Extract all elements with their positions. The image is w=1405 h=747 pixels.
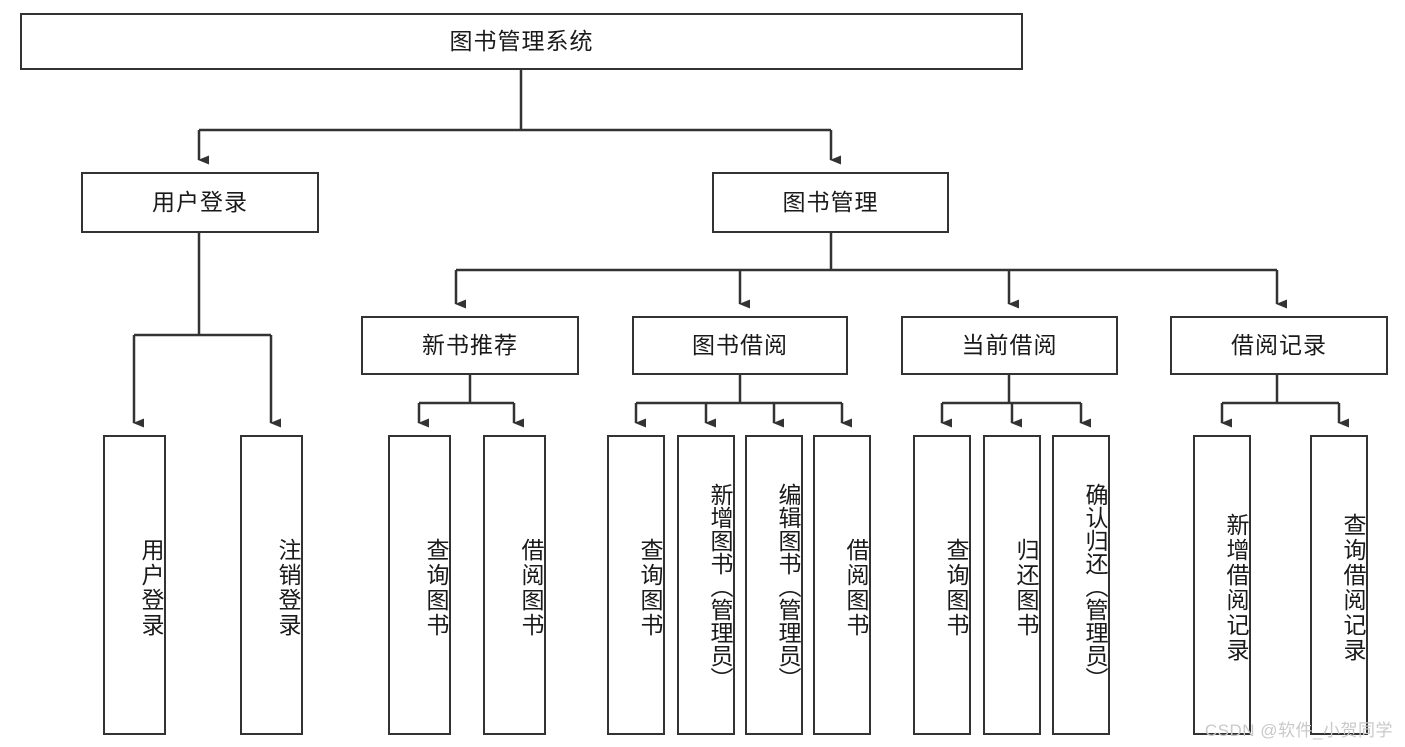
node-new-book-recommend[interactable]: 新书推荐 <box>361 316 579 375</box>
leaf-borrow-book[interactable]: 借阅图书 <box>813 435 871 735</box>
leaf-user-logout[interactable]: 注销登录 <box>240 435 303 735</box>
connector-currentborrow-to-leaves <box>940 375 1091 428</box>
connector-newbook-to-leaves <box>417 375 524 428</box>
leaf-query-book-recommend[interactable]: 查询图书 <box>388 435 451 735</box>
connector-borrowrecord-to-leaves <box>1220 375 1349 428</box>
leaf-query-book-borrow[interactable]: 查询图书 <box>607 435 665 735</box>
connector-bookborrow-to-leaves <box>634 375 852 428</box>
leaf-edit-book-admin[interactable]: 编辑图书（管理员） <box>745 435 803 735</box>
leaf-return-book[interactable]: 归还图书 <box>983 435 1041 735</box>
leaf-query-borrow-record[interactable]: 查询借阅记录 <box>1310 435 1368 735</box>
leaf-add-book-admin[interactable]: 新增图书（管理员） <box>677 435 735 735</box>
csdn-watermark: CSDN @软件_小贺同学 <box>1204 721 1393 740</box>
connector-bookmgmt-to-level2 <box>454 233 1287 309</box>
connector-userlogin-to-leaves <box>132 233 281 428</box>
node-book-management[interactable]: 图书管理 <box>712 172 949 233</box>
node-book-borrow[interactable]: 图书借阅 <box>632 316 848 375</box>
leaf-borrow-book-recommend[interactable]: 借阅图书 <box>483 435 546 735</box>
connector-root-to-level1 <box>197 70 841 165</box>
leaf-add-borrow-record[interactable]: 新增借阅记录 <box>1193 435 1251 735</box>
node-current-borrow[interactable]: 当前借阅 <box>901 316 1118 375</box>
leaf-user-login[interactable]: 用户登录 <box>103 435 166 735</box>
node-root-system[interactable]: 图书管理系统 <box>20 13 1023 70</box>
leaf-query-book-current[interactable]: 查询图书 <box>913 435 971 735</box>
leaf-confirm-return-admin[interactable]: 确认归还（管理员） <box>1052 435 1110 735</box>
node-borrow-record[interactable]: 借阅记录 <box>1170 316 1388 375</box>
node-user-login[interactable]: 用户登录 <box>81 172 319 233</box>
